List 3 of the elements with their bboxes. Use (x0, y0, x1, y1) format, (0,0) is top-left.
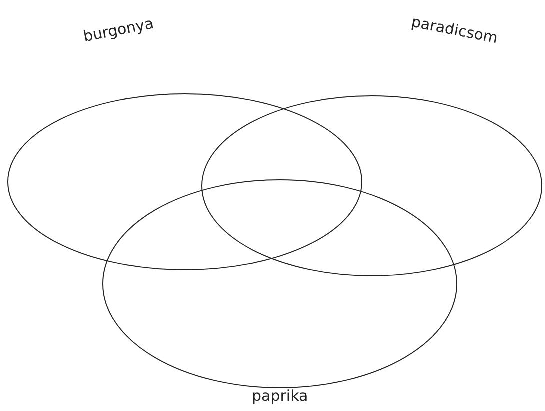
set-label: burgonya (81, 14, 155, 46)
set-label: paprika (252, 387, 308, 405)
set-label: paradicsom (410, 12, 500, 48)
